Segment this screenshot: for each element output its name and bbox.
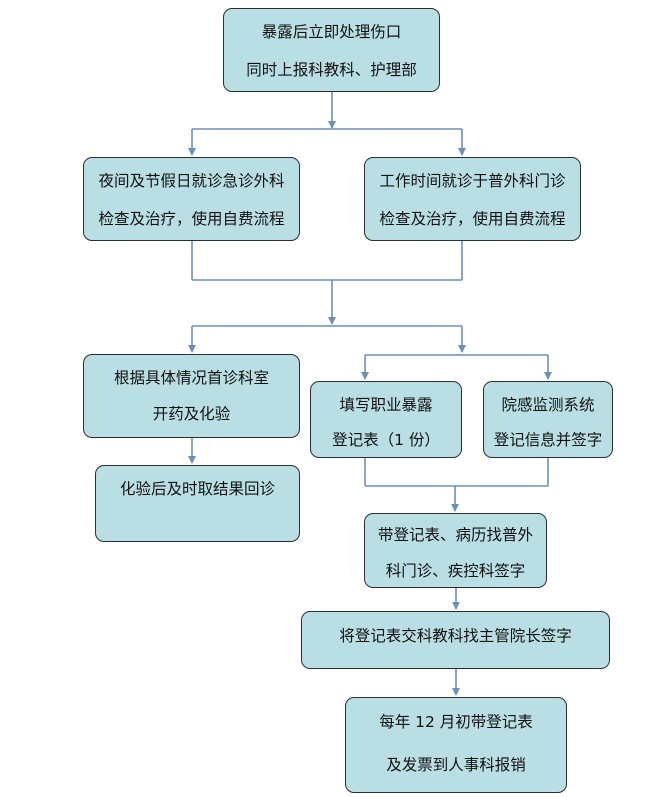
- step-surgery-cdc-signature: 带登记表、病历找普外 科门诊、疾控科签字: [364, 513, 547, 588]
- step-dean-signature: 将登记表交科教科找主管院长签字: [301, 611, 610, 669]
- step-text-line-1: 夜间及节假日就诊急诊外科: [98, 172, 285, 190]
- step-infection-system-register: 院感监测系统 登记信息并签字: [483, 381, 613, 458]
- step-text-line-2: 登记表（1 份）: [332, 431, 440, 449]
- step-text-line-1: 工作时间就诊于普外科门诊: [379, 172, 566, 190]
- step-text-line-2: 检查及治疗，使用自费流程: [98, 210, 285, 228]
- step-text-line-2: 开药及化验: [152, 405, 231, 423]
- step-text-line-1: 带登记表、病历找普外: [377, 526, 533, 544]
- step-expose-handle-wound: 暴露后立即处理伤口 同时上报科教科、护理部: [223, 8, 440, 92]
- step-text-line-2: 及发票到人事科报销: [386, 756, 526, 774]
- step-text-line-1: 化验后及时取结果回诊: [119, 480, 275, 498]
- step-text-line-2: 同时上报科教科、护理部: [246, 61, 417, 79]
- step-workhours-general-surgery: 工作时间就诊于普外科门诊 检查及治疗，使用自费流程: [364, 157, 581, 241]
- step-text-line-1: 根据具体情况首诊科室: [113, 369, 269, 387]
- step-text-line-1: 每年 12 月初带登记表: [379, 713, 533, 731]
- step-text-line-1: 将登记表交科教科找主管院长签字: [339, 627, 572, 645]
- step-text-line-1: 暴露后立即处理伤口: [261, 23, 402, 41]
- step-fill-exposure-form: 填写职业暴露 登记表（1 份）: [310, 381, 462, 458]
- step-test-results-revisit: 化验后及时取结果回诊: [95, 465, 300, 542]
- step-first-department-prescribe: 根据具体情况首诊科室 开药及化验: [83, 354, 300, 438]
- step-text-line-2: 科门诊、疾控科签字: [385, 562, 526, 580]
- step-annual-reimbursement: 每年 12 月初带登记表 及发票到人事科报销: [345, 697, 567, 793]
- step-night-holiday-emergency: 夜间及节假日就诊急诊外科 检查及治疗，使用自费流程: [83, 157, 300, 241]
- step-text-line-1: 院感监测系统: [501, 396, 595, 414]
- step-text-line-2: 检查及治疗，使用自费流程: [379, 210, 566, 228]
- step-text-line-1: 填写职业暴露: [339, 396, 433, 414]
- step-text-line-2: 登记信息并签字: [493, 431, 603, 449]
